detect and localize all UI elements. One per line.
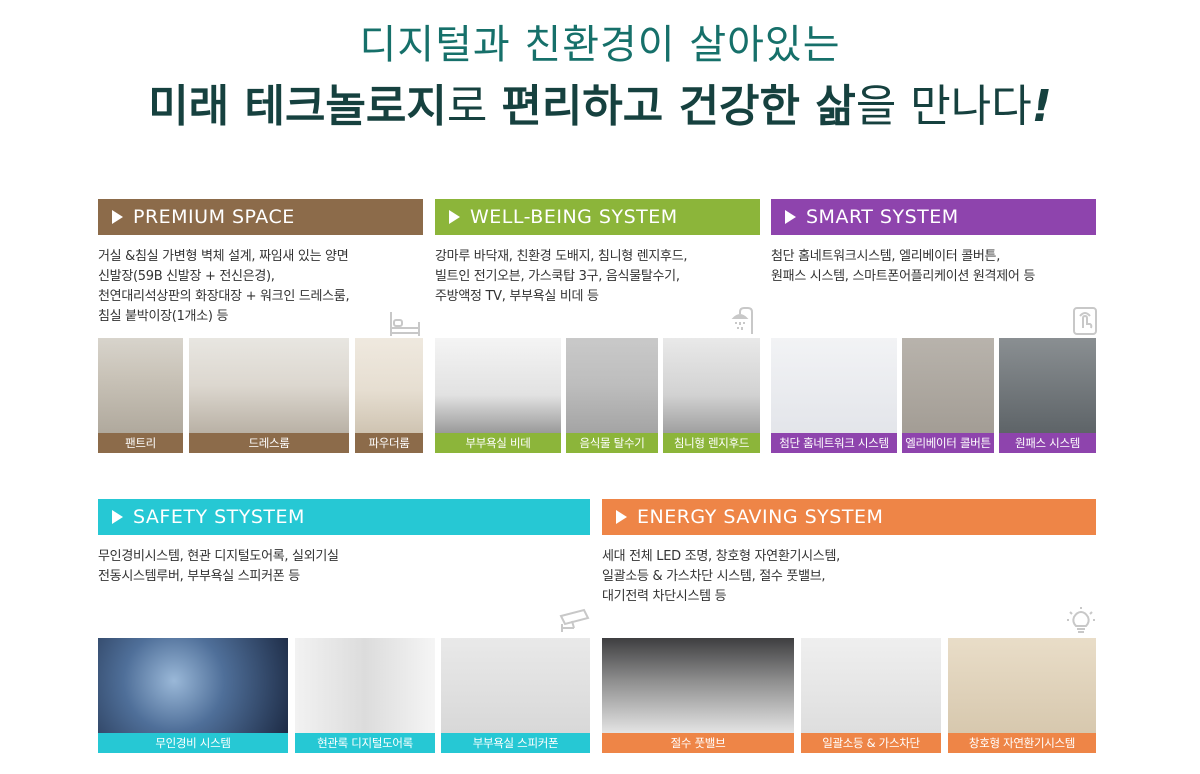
shower-icon (731, 307, 753, 334)
headline-emphasis-life: 편리하고 건강한 삶 (501, 81, 856, 132)
photo-caption: 부부욕실 비데 (435, 433, 561, 453)
desc-line: 신발장(59B 신발장 + 전신은경), (98, 269, 275, 284)
photo-foot-valve: 절수 풋밸브 (602, 638, 794, 753)
photo-caption: 음식물 탈수기 (566, 433, 658, 453)
section-energy-saving-system: ENERGY SAVING SYSTEM 세대 전체 LED 조명, 창호형 자… (602, 499, 1096, 607)
desc-line: 세대 전체 LED 조명, 창호형 자연환기시스템, (602, 549, 840, 564)
photo-caption: 부부욕실 스피커폰 (441, 733, 590, 753)
photo-master-switch: 일괄소등 & 가스차단 (801, 638, 941, 753)
photo-elevator-call: 엘리베이터 콜버튼 (902, 338, 994, 453)
section-header-premium: PREMIUM SPACE (98, 199, 423, 235)
photo-caption: 창호형 자연환기시스템 (948, 733, 1096, 753)
photo-caption: 첨단 홈네트워크 시스템 (771, 433, 897, 453)
desc-line: 무인경비시스템, 현관 디지털도어록, 실외기실 (98, 549, 339, 564)
photo-caption: 파우더룸 (355, 433, 423, 453)
desc-line: 전동시스템루버, 부부욕실 스피커폰 등 (98, 569, 300, 584)
desc-line: 원패스 시스템, 스마트폰어플리케이션 원격제어 등 (771, 269, 1036, 284)
photo-caption: 침니형 렌지후드 (663, 433, 760, 453)
desc-line: 거실 &침실 가변형 벽체 설계, 짜임새 있는 양면 (98, 249, 349, 264)
section-description-safety: 무인경비시스템, 현관 디지털도어록, 실외기실 전동시스템루버, 부부욕실 스… (98, 547, 590, 587)
photo-range-hood: 침니형 렌지후드 (663, 338, 760, 453)
section-title: WELL-BEING SYSTEM (470, 206, 678, 228)
section-wellbeing-system: WELL-BEING SYSTEM 강마루 바닥재, 친환경 도배지, 침니형 … (435, 199, 760, 307)
photo-caption: 무인경비 시스템 (98, 733, 288, 753)
photo-row-wellbeing: 부부욕실 비데 음식물 탈수기 침니형 렌지후드 (435, 338, 760, 453)
section-smart-system: SMART SYSTEM 첨단 홈네트워크시스템, 엘리베이터 콜버튼, 원패스… (771, 199, 1096, 287)
photo-row-energy: 절수 풋밸브 일괄소등 & 가스차단 창호형 자연환기시스템 (602, 638, 1096, 753)
section-header-smart: SMART SYSTEM (771, 199, 1096, 235)
headline-exclamation: ! (1031, 81, 1052, 132)
desc-line: 빌트인 전기오븐, 가스쿡탑 3구, 음식물탈수기, (435, 269, 680, 284)
headline-tail: 을 만나다 (855, 81, 1032, 132)
section-header-wellbeing: WELL-BEING SYSTEM (435, 199, 760, 235)
section-description-premium: 거실 &침실 가변형 벽체 설계, 짜임새 있는 양면 신발장(59B 신발장 … (98, 247, 423, 327)
photo-caption: 일괄소등 & 가스차단 (801, 733, 941, 753)
lightbulb-icon (1067, 607, 1095, 633)
headline-line-1: 디지털과 친환경이 살아있는 (359, 22, 841, 68)
photo-row-safety: 무인경비 시스템 현관록 디지털도어록 부부욕실 스피커폰 (98, 638, 590, 753)
photo-caption: 드레스룸 (189, 433, 349, 453)
play-triangle-icon (785, 210, 796, 224)
photo-home-network: 첨단 홈네트워크 시스템 (771, 338, 897, 453)
play-triangle-icon (112, 210, 123, 224)
headline-emphasis-tech: 미래 테크놀로지 (148, 81, 447, 132)
section-safety-system: SAFETY STYSTEM 무인경비시스템, 현관 디지털도어록, 실외기실 … (98, 499, 590, 587)
photo-onepass: 원패스 시스템 (999, 338, 1096, 453)
section-description-wellbeing: 강마루 바닥재, 친환경 도배지, 침니형 렌지후드, 빌트인 전기오븐, 가스… (435, 247, 760, 307)
photo-caption: 절수 풋밸브 (602, 733, 794, 753)
photo-row-smart: 첨단 홈네트워크 시스템 엘리베이터 콜버튼 원패스 시스템 (771, 338, 1096, 453)
photo-security-camera: 무인경비 시스템 (98, 638, 288, 753)
section-description-smart: 첨단 홈네트워크시스템, 엘리베이터 콜버튼, 원패스 시스템, 스마트폰어플리… (771, 247, 1096, 287)
play-triangle-icon (112, 510, 123, 524)
headline-line-2: 미래 테크놀로지로 편리하고 건강한 삶을 만나다! (0, 70, 1200, 134)
section-header-safety: SAFETY STYSTEM (98, 499, 590, 535)
photo-window-ventilation: 창호형 자연환기시스템 (948, 638, 1096, 753)
photo-food-dehydrator: 음식물 탈수기 (566, 338, 658, 453)
photo-caption: 원패스 시스템 (999, 433, 1096, 453)
photo-dressroom: 드레스룸 (189, 338, 349, 453)
desc-line: 침실 붙박이장(1개소) 등 (98, 309, 229, 324)
section-title: PREMIUM SPACE (133, 206, 295, 228)
headline-connector: 로 (446, 81, 502, 132)
photo-door-lock: 현관록 디지털도어록 (295, 638, 435, 753)
section-title: SMART SYSTEM (806, 206, 959, 228)
section-title: SAFETY STYSTEM (133, 506, 305, 528)
photo-pantry: 팬트리 (98, 338, 183, 453)
desc-line: 주방액정 TV, 부부욕실 비데 등 (435, 289, 599, 304)
cctv-camera-icon (559, 608, 590, 632)
photo-powder-room: 파우더룸 (355, 338, 423, 453)
photo-row-premium: 팬트리 드레스룸 파우더룸 (98, 338, 423, 453)
desc-line: 일괄소등 & 가스차단 시스템, 절수 풋밸브, (602, 569, 826, 584)
desc-line: 대기전력 차단시스템 등 (602, 589, 727, 604)
photo-speakerphone: 부부욕실 스피커폰 (441, 638, 590, 753)
photo-caption: 현관록 디지털도어록 (295, 733, 435, 753)
bed-icon (390, 312, 420, 336)
desc-line: 천연대리석상판의 화장대장 + 워크인 드레스룸, (98, 289, 350, 304)
desc-line: 첨단 홈네트워크시스템, 엘리베이터 콜버튼, (771, 249, 1001, 264)
touch-pad-icon (1073, 307, 1097, 335)
desc-line: 강마루 바닥재, 친환경 도배지, 침니형 렌지후드, (435, 249, 688, 264)
section-premium-space: PREMIUM SPACE 거실 &침실 가변형 벽체 설계, 짜임새 있는 양… (98, 199, 423, 327)
section-title: ENERGY SAVING SYSTEM (637, 506, 884, 528)
play-triangle-icon (616, 510, 627, 524)
photo-caption: 엘리베이터 콜버튼 (902, 433, 994, 453)
play-triangle-icon (449, 210, 460, 224)
photo-caption: 팬트리 (98, 433, 183, 453)
section-description-energy: 세대 전체 LED 조명, 창호형 자연환기시스템, 일괄소등 & 가스차단 시… (602, 547, 1096, 607)
photo-bidet: 부부욕실 비데 (435, 338, 561, 453)
section-header-energy: ENERGY SAVING SYSTEM (602, 499, 1096, 535)
